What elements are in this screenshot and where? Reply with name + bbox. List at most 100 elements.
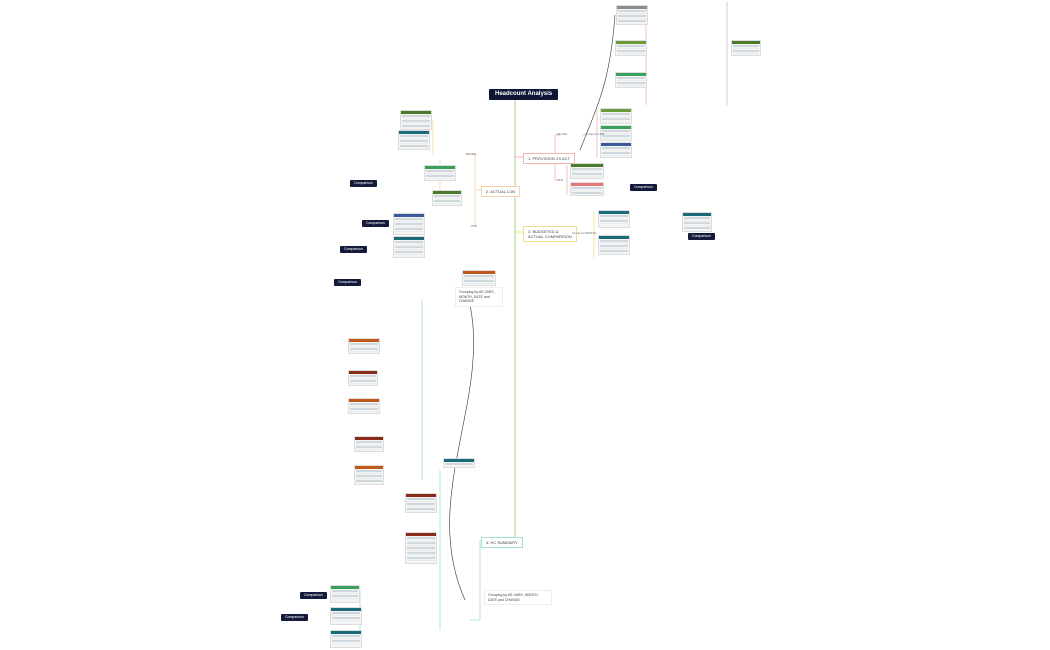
summary-note: Grouping by AS VARS, MONTH, DATE and CHA… (484, 590, 552, 605)
thumbnail-row (602, 130, 630, 132)
thumbnail-row (332, 640, 360, 642)
table-thumbnail[interactable] (600, 108, 632, 124)
table-thumbnail[interactable] (354, 465, 384, 485)
table-thumbnail[interactable] (330, 607, 362, 625)
thumbnail-row (464, 275, 494, 277)
table-thumbnail[interactable] (348, 338, 380, 354)
table-thumbnail[interactable] (432, 190, 462, 206)
thumbnail-row (602, 118, 630, 120)
thumbnail-header (355, 466, 383, 469)
table-thumbnail[interactable] (330, 630, 362, 648)
thumbnail-row (402, 120, 430, 122)
thumbnail-header (331, 631, 361, 634)
comparison-node[interactable]: Comparison (300, 592, 327, 599)
thumbnail-row (407, 554, 435, 556)
thumbnail-row (617, 77, 645, 79)
branch-actual-lob[interactable]: 2. ACTUAL LOB (481, 186, 520, 197)
thumbnail-row (400, 137, 428, 139)
table-thumbnail[interactable] (400, 110, 432, 130)
thumbnail-row (572, 175, 602, 177)
table-thumbnail[interactable] (615, 40, 647, 56)
table-thumbnail[interactable] (600, 125, 632, 141)
thumbnail-row (684, 219, 710, 221)
thumbnail-row (356, 470, 382, 472)
table-thumbnail[interactable] (330, 585, 360, 603)
thumbnail-row (350, 405, 378, 407)
comparison-node[interactable]: Comparison (281, 614, 308, 621)
table-thumbnail[interactable] (405, 532, 437, 564)
thumbnail-header (683, 213, 711, 216)
thumbnail-row (356, 475, 382, 477)
table-thumbnail[interactable] (570, 163, 604, 179)
thumbnail-row (426, 172, 454, 174)
table-thumbnail[interactable] (393, 213, 425, 235)
table-thumbnail[interactable] (598, 210, 630, 228)
thumbnail-row (332, 635, 360, 637)
table-thumbnail[interactable] (424, 165, 456, 181)
comparison-node[interactable]: Comparison (340, 246, 367, 253)
thumbnail-header (349, 371, 377, 374)
thumbnail-header (394, 214, 424, 217)
connector (554, 134, 560, 157)
thumbnail-row (395, 230, 423, 232)
connector (465, 153, 481, 191)
thumbnail-row (356, 443, 382, 445)
table-thumbnail[interactable] (348, 370, 378, 386)
table-thumbnail[interactable] (443, 458, 475, 468)
thumbnail-row (617, 47, 645, 49)
comparison-node[interactable]: Comparison (630, 184, 657, 191)
table-thumbnail[interactable] (405, 493, 437, 513)
table-thumbnail[interactable] (598, 235, 630, 255)
thumbnail-row (600, 220, 628, 222)
table-thumbnail[interactable] (570, 182, 604, 196)
thumbnail-row (395, 223, 423, 225)
thumbnail-row (618, 17, 646, 19)
thumbnail-row (332, 637, 360, 639)
thumbnail-row (407, 557, 435, 559)
table-thumbnail[interactable] (682, 212, 712, 232)
thumbnail-header (616, 41, 646, 44)
thumbnail-row (602, 149, 630, 151)
table-thumbnail[interactable] (616, 5, 648, 25)
thumbnail-row (407, 542, 435, 544)
comparison-node[interactable]: Comparison (350, 180, 377, 187)
branch-budgeted-actual-comparison[interactable]: 3. BUDGETED & ACTUAL COMPARISON (523, 226, 577, 242)
table-thumbnail[interactable] (615, 72, 647, 88)
table-thumbnail[interactable] (600, 142, 632, 158)
thumbnail-header (599, 236, 629, 239)
thumbnail-row (395, 225, 423, 227)
label-monthly: Monthly (557, 132, 568, 136)
table-thumbnail[interactable] (398, 130, 430, 150)
comparison-node[interactable]: Comparison (362, 220, 389, 227)
comparison-node[interactable]: Comparison (334, 279, 361, 286)
thumbnail-row (407, 549, 435, 551)
thumbnail-row (332, 642, 360, 644)
label-group-by-month: Group by MONTH (572, 231, 597, 235)
label-group-by-lob: Group by LOB (585, 132, 605, 136)
table-thumbnail[interactable] (354, 436, 384, 452)
thumbnail-row (602, 137, 630, 139)
thumbnail-row (350, 343, 378, 345)
table-thumbnail[interactable] (731, 40, 761, 56)
root-node-title[interactable]: Headcount Analysis (489, 89, 559, 100)
thumbnail-row (572, 170, 602, 172)
thumbnail-row (617, 84, 645, 86)
thumbnail-row (407, 505, 435, 507)
thumbnail-row (400, 142, 428, 144)
thumbnail-row (350, 408, 378, 410)
thumbnail-header (425, 166, 455, 169)
table-thumbnail[interactable] (462, 270, 496, 286)
branch-provision-vs-act[interactable]: 1. PROVISION VS ACT (523, 153, 576, 164)
table-thumbnail[interactable] (393, 236, 425, 258)
thumbnail-row (407, 559, 435, 561)
thumbnail-row (617, 45, 645, 47)
thumbnail-row (733, 47, 759, 49)
branch-hc-summary[interactable]: 4. HC SUMMARY (481, 537, 523, 548)
thumbnail-row (600, 250, 628, 252)
comparison-node[interactable]: Comparison (688, 233, 715, 240)
thumbnail-row (464, 277, 494, 279)
thumbnail-row (618, 10, 646, 12)
thumbnail-row (332, 612, 360, 614)
table-thumbnail[interactable] (348, 398, 380, 414)
thumbnail-row (350, 348, 378, 350)
